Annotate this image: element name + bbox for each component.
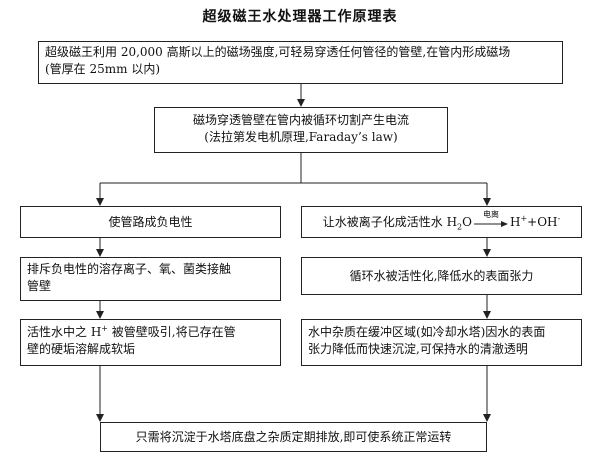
right2-box: 循环水被活性化,降低水的表面张力 — [301, 257, 582, 295]
current-line2: (法拉第发电机原理,Faraday’s law) — [204, 130, 398, 144]
left2-box: 排斥负电性的溶存离子、氧、菌类接触 管壁 — [20, 257, 281, 301]
right1-hydrogen: H — [509, 215, 521, 229]
right3-box: 水中杂质在缓冲区域(如冷却水塔)因水的表面 张力降低而快速沉淀,可保持水的清澈透… — [301, 319, 582, 366]
h2o-subscript: 2 — [457, 222, 463, 232]
right-arrow-icon — [473, 220, 508, 227]
ominus-superscript: - — [557, 214, 561, 223]
intro-box: 超级磁王利用 20,000 高斯以上的磁场强度,可轻易穿透任何管径的管壁,在管内… — [38, 41, 563, 84]
left1-text: 使管路成负电性 — [108, 215, 193, 229]
right1-box: 让水被离子化成活性水 H2O 电离 H++OH- — [301, 206, 582, 238]
left2-line2: 管壁 — [27, 279, 52, 293]
left3-line1: 活性水中之 H+ 被管壁吸引,将已存在管 — [27, 324, 274, 341]
right1-prefix: 让水被离子化成活性水 H — [322, 215, 458, 229]
right3-line2: 张力降低而快速沉淀,可保持水的清澈透明 — [308, 342, 528, 356]
ionization-arrow-label: 电离 — [482, 209, 499, 219]
right1-oxygen: O — [462, 215, 472, 229]
intro-line2: (管厚在 25mm 以内) — [45, 62, 161, 76]
ionization-arrow: 电离 — [473, 210, 508, 229]
current-line1: 磁场穿透管壁在管内被循环切割产生电流 — [192, 113, 409, 127]
left3-hplus-superscript: + — [101, 324, 108, 333]
diagram-title: 超级磁王水处理器工作原理表 — [202, 9, 398, 25]
left2-line1: 排斥负电性的溶存离子、氧、菌类接触 — [27, 262, 232, 276]
bottom-box: 只需将沉淀于水塔底盘之杂质定期排放,即可使系统正常运转 — [100, 422, 487, 452]
left1-box: 使管路成负电性 — [20, 206, 281, 238]
left3-line2: 壁的硬垢溶解成软垢 — [27, 342, 136, 356]
ionization-equation: 让水被离子化成活性水 H2O 电离 H++OH- — [308, 209, 575, 235]
left3-box: 活性水中之 H+ 被管壁吸引,将已存在管 壁的硬垢溶解成软垢 — [20, 319, 281, 366]
right2-text: 循环水被活性化,降低水的表面张力 — [349, 269, 534, 283]
left3-part-a: 活性水中之 H — [27, 325, 102, 339]
left3-part-b: 被管壁吸引,将已存在管 — [107, 325, 236, 339]
bottom-text: 只需将沉淀于水塔底盘之杂质定期排放,即可使系统正常运转 — [135, 430, 452, 444]
current-box: 磁场穿透管壁在管内被循环切割产生电流 (法拉第发电机原理,Faraday’s l… — [154, 107, 448, 153]
hplus-superscript: + — [520, 214, 528, 223]
right1-hydroxide: +OH — [527, 215, 558, 229]
right3-line1: 水中杂质在缓冲区域(如冷却水塔)因水的表面 — [308, 325, 546, 339]
intro-line1: 超级磁王利用 20,000 高斯以上的磁场强度,可轻易穿透任何管径的管壁,在管内… — [45, 45, 511, 59]
